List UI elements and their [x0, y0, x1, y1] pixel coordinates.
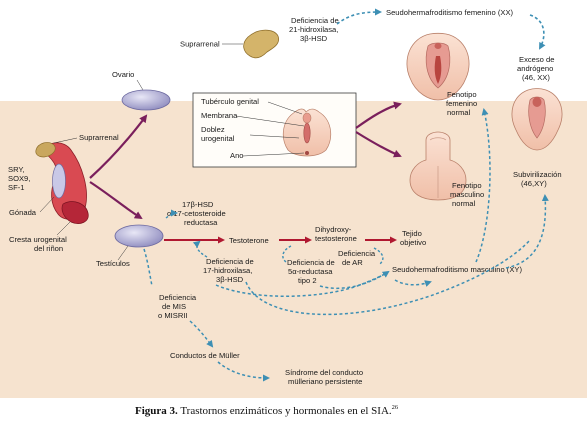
- label-mis-line3: o MISRII: [158, 311, 188, 320]
- label-def21-line2: 21-hidroxilasa,: [289, 25, 338, 34]
- label-def5a-line3: tipo 2: [298, 276, 317, 285]
- arrow-inset-to-female: [355, 101, 402, 129]
- arrow-pseudomasc-up: [475, 108, 491, 263]
- inset-leader-ano: [242, 152, 305, 157]
- label-subvir-line1: Subvirilización: [513, 170, 562, 179]
- inset-label-doblez-line2: urogenital: [201, 134, 235, 143]
- label-def17-line3: 3β-HSD: [216, 275, 244, 284]
- inset-leader-tuberculo: [267, 101, 303, 115]
- label-hsd17-line1: 17β-HSD: [182, 200, 214, 209]
- caption-prefix: Figura 3.: [135, 405, 178, 417]
- label-exceso-line3: (46, XX): [522, 73, 550, 82]
- caption: Figura 3. Trastornos enzimáticos y hormo…: [135, 404, 399, 417]
- label-sindrome-line2: mülleriano persistente: [288, 377, 362, 386]
- inset-label-ano: Ano: [230, 151, 244, 160]
- label-exceso-line2: andrógeno: [517, 64, 553, 73]
- label-ovario: Ovario: [112, 70, 134, 79]
- arrow-gonad-to-testiculos: [89, 181, 143, 220]
- caption-text: Trastornos enzimáticos y hormonales en e…: [178, 405, 392, 417]
- label-defar-line1: Deficiencia: [338, 249, 376, 258]
- arrow-hsd17: [165, 209, 178, 219]
- label-pseudo-fem: Seudohermafroditismo femenino (XX): [386, 8, 514, 17]
- label-sry: SRY,: [8, 165, 25, 174]
- label-subvir-line2: (46,XY): [521, 179, 547, 188]
- label-fen-masc-line3: normal: [452, 199, 476, 208]
- inset-label-membrana: Membrana: [201, 111, 238, 120]
- arrow-gonad-to-ovario: [89, 114, 148, 179]
- female-phenotype-icon: [406, 32, 470, 101]
- arrow-long-lower: [245, 239, 531, 316]
- label-cresta-line2: del riñon: [34, 244, 63, 253]
- label-fen-fem-line1: Fenotipo: [447, 90, 477, 99]
- label-sox9: SOX9,: [8, 174, 30, 183]
- label-tejido-line1: Tejido: [402, 229, 422, 238]
- label-def5a-line1: Deficiencia de: [287, 258, 335, 267]
- label-dht-line2: testosterone: [315, 234, 357, 243]
- label-exceso-line1: Exceso de: [519, 55, 554, 64]
- inset-label-doblez-line1: Doblez: [201, 125, 225, 134]
- adrenal-top-icon: [243, 29, 280, 59]
- arrow-def5a-to-pseudomasc: [319, 272, 387, 290]
- ovario-leader: [136, 79, 144, 91]
- arrow-def21-to-pseudofem: [336, 8, 382, 25]
- arrow-mis-to-muller: [189, 320, 214, 348]
- inset-leader-membrana: [235, 115, 305, 127]
- arrow-inset-to-male: [355, 131, 402, 158]
- gonad-icon: [52, 163, 66, 199]
- testiculos-leader: [117, 245, 129, 261]
- gonada-leader: [39, 196, 55, 213]
- label-pseudo-masc: Seudohermafroditismo masculino (XY): [392, 265, 522, 274]
- label-fen-masc-line1: Fenotipo: [452, 181, 482, 190]
- label-cresta-line1: Cresta urogenital: [9, 235, 67, 244]
- label-hsd17-line3: reductasa: [184, 218, 218, 227]
- inset-leader-doblez: [249, 134, 300, 139]
- virilized-female-icon: [511, 88, 563, 151]
- label-testosterone: Testoterone: [229, 236, 269, 245]
- ovary-icon: [121, 89, 171, 111]
- inset-genital-icon: [282, 108, 332, 157]
- suprarrenal-left-leader: [53, 137, 78, 144]
- caption-ref: 26: [392, 404, 399, 411]
- cresta-leader: [56, 221, 71, 236]
- arrow-muller-to-sindrome: [217, 361, 270, 382]
- male-phenotype-icon: [409, 131, 467, 201]
- label-fen-fem-line2: femenino: [446, 99, 477, 108]
- label-gonada: Gónada: [9, 208, 37, 217]
- label-def21-line3: 3β-HSD: [300, 34, 328, 43]
- label-hsd17-line2: o 17-cetosteroide: [167, 209, 226, 218]
- kidney-icon: [61, 201, 89, 224]
- arrow-into-pseudomasc: [394, 279, 432, 287]
- testis-icon: [114, 224, 164, 248]
- label-mis-line1: Deficiencia: [159, 293, 197, 302]
- adrenal-left-icon: [35, 142, 56, 158]
- label-defar-line2: de AR: [342, 258, 363, 267]
- arrow-pseudomasc-to-subvir: [505, 194, 549, 269]
- label-fen-masc-line2: masculino: [450, 190, 484, 199]
- arrow-def17: [192, 240, 208, 258]
- label-fen-fem-line3: normal: [447, 108, 471, 117]
- arrow-defar: [373, 247, 384, 265]
- label-tejido-line2: objetivo: [400, 238, 426, 247]
- label-def21-line1: Deficiencia de: [291, 16, 339, 25]
- label-suprarrenal-left: Suprarrenal: [79, 133, 119, 142]
- inset-label-tuberculo: Tubérculo genital: [201, 97, 259, 106]
- label-sindrome-line1: Síndrome del conducto: [285, 368, 363, 377]
- arrow-def5a: [282, 245, 292, 263]
- label-muller: Conductos de Müller: [170, 351, 240, 360]
- label-mis-line2: de MIS: [162, 302, 186, 311]
- label-suprarrenal-top: Suprarrenal: [180, 40, 220, 49]
- label-def5a-line2: 5α-reductasa: [288, 267, 333, 276]
- arrow-testis-down: [143, 248, 153, 287]
- label-def17-line1: Deficiencia de: [206, 257, 254, 266]
- label-testiculos: Testículos: [96, 259, 130, 268]
- label-sf1: SF-1: [8, 183, 24, 192]
- label-dht-line1: Dihydroxy-: [315, 225, 352, 234]
- label-def17-line2: 17-hidroxilasa,: [203, 266, 252, 275]
